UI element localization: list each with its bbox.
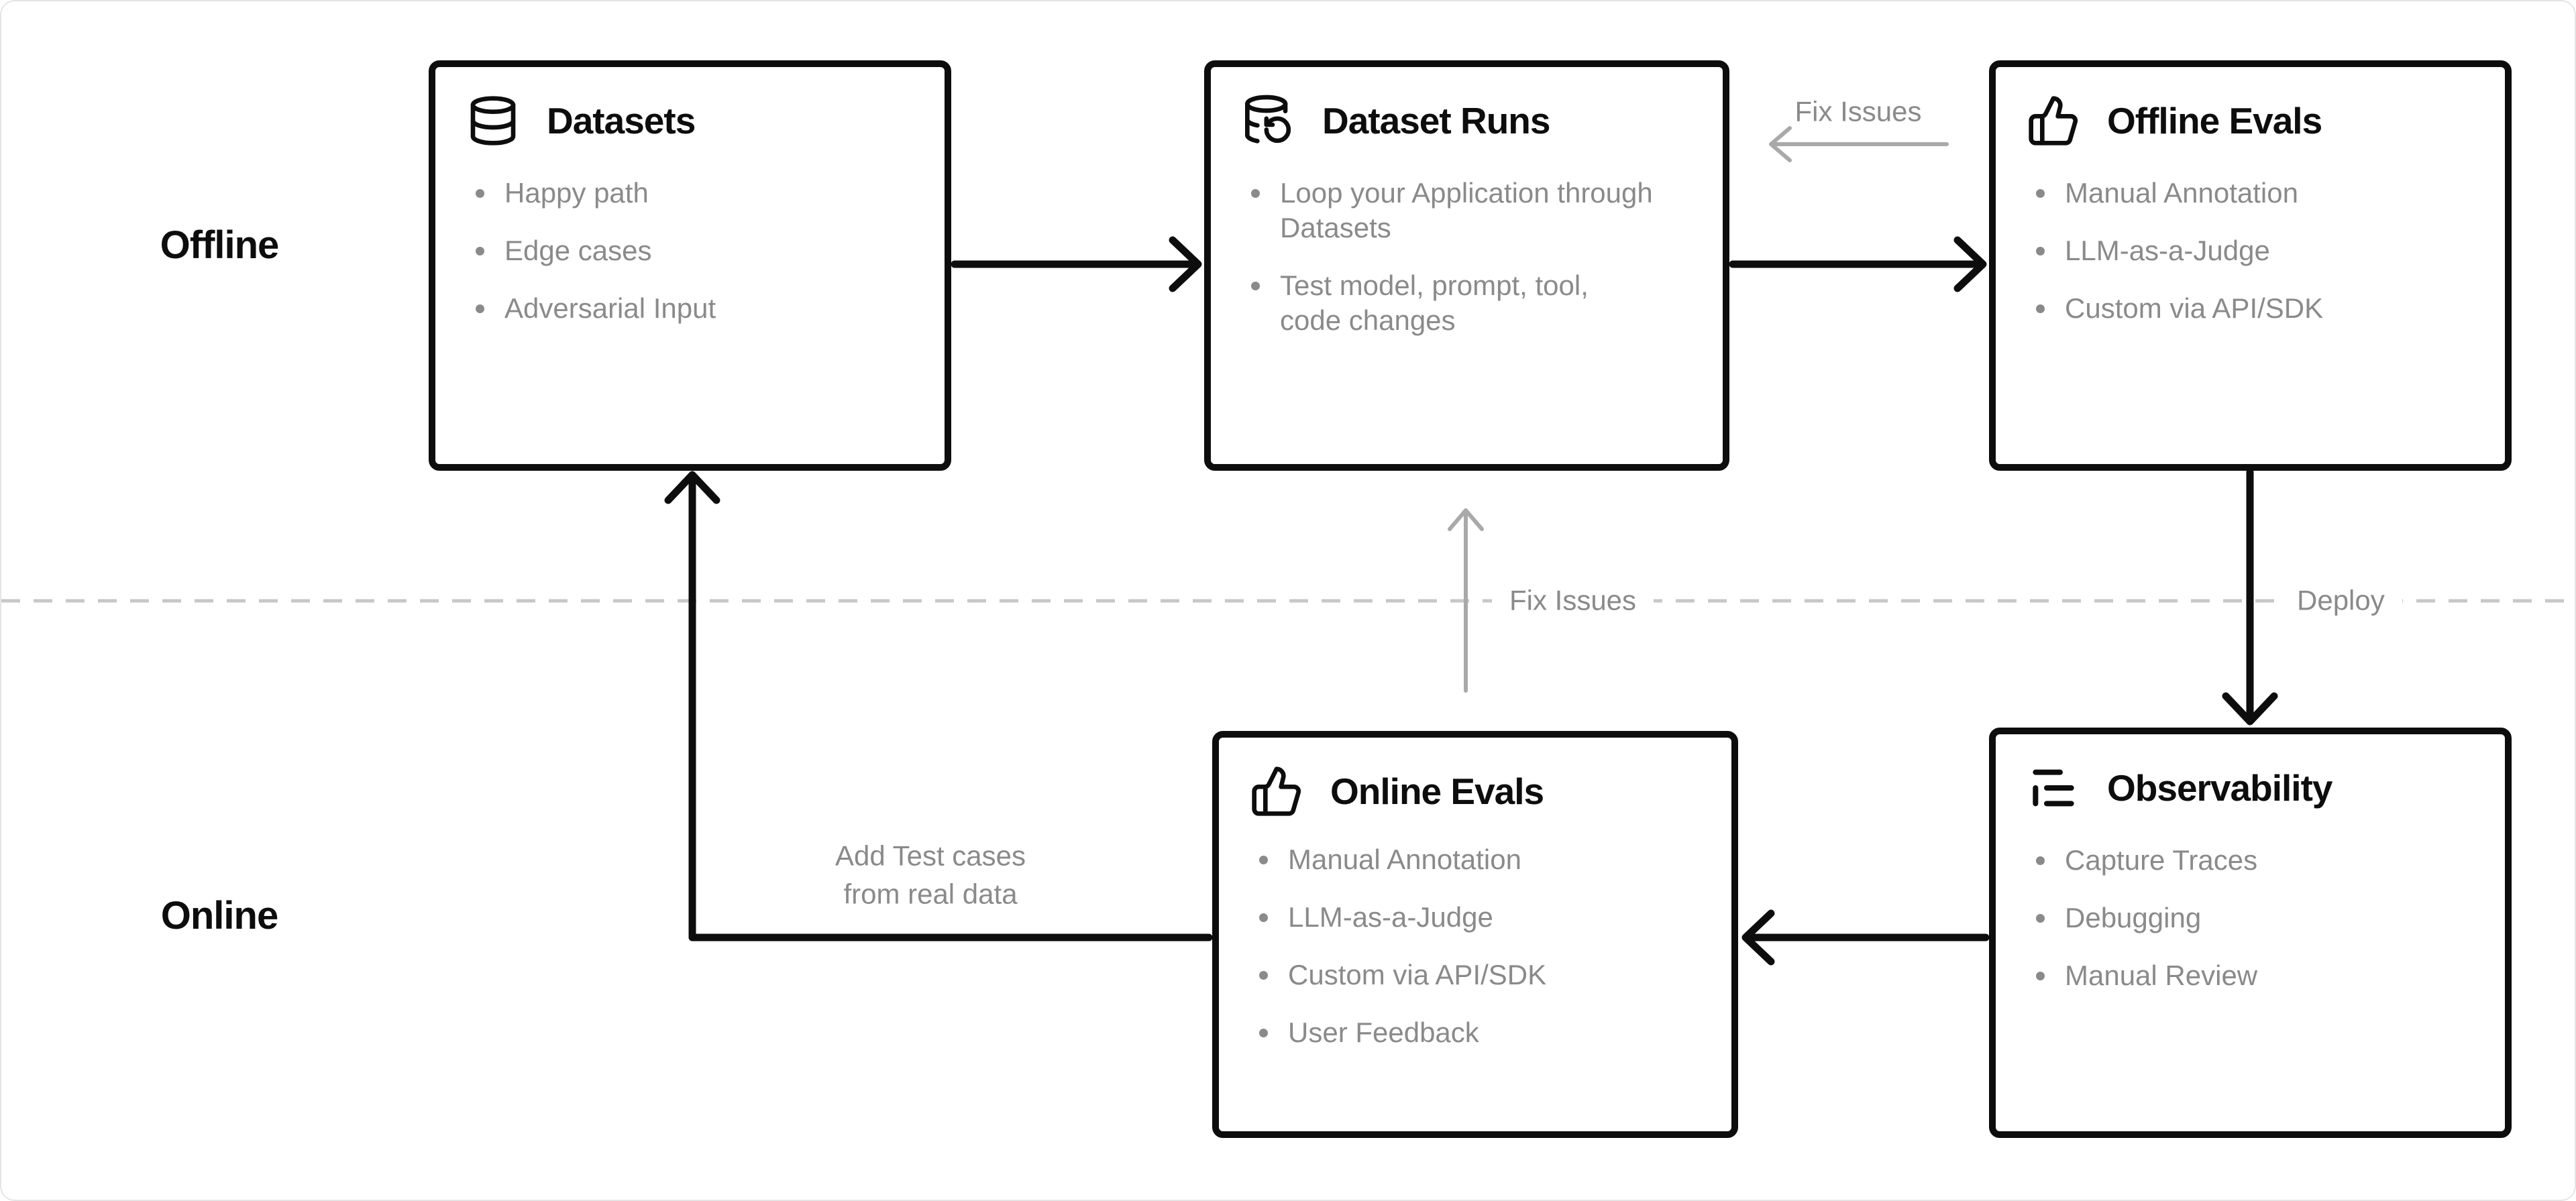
bullet-text: Adversarial Input xyxy=(504,292,716,325)
section-label-offline: Offline xyxy=(160,223,280,267)
arrow-offline-evals-to-observability xyxy=(2222,468,2278,726)
bullet-dot xyxy=(476,304,484,314)
observability-title: Observability xyxy=(2107,767,2332,809)
bullet-dot xyxy=(2036,304,2045,314)
fix-issues-middle-label: Fix Issues xyxy=(1492,577,1654,624)
bullet-text: Loop your Application through Datasets xyxy=(1280,177,1653,244)
dataset-runs-box: Dataset Runs Loop your Application throu… xyxy=(1204,60,1729,471)
bullet-item: Capture Traces xyxy=(2036,843,2474,878)
arrow-observability-to-online-evals xyxy=(1741,909,1990,966)
bullet-item: Custom via API/SDK xyxy=(1259,958,1701,992)
bullet-item: Test model, prompt, tool, code changes xyxy=(1251,268,1692,338)
online-evals-title: Online Evals xyxy=(1330,770,1544,812)
add-test-cases-label: Add Test cases from real data xyxy=(835,840,1026,909)
thumbs-up-icon xyxy=(1252,766,1301,816)
online-evals-header: Online Evals xyxy=(1250,764,1701,818)
datasets-header: Datasets xyxy=(466,94,914,148)
bullet-dot xyxy=(2036,914,2045,923)
offline-evals-title: Offline Evals xyxy=(2107,100,2322,141)
dataset-runs-title: Dataset Runs xyxy=(1322,100,1550,141)
bullet-dot xyxy=(2036,972,2045,981)
bullet-text: Edge cases xyxy=(504,235,652,267)
bullet-text: Debugging xyxy=(2065,902,2202,934)
bullet-item: Edge cases xyxy=(476,233,914,268)
deploy-label: Deploy xyxy=(2279,577,2402,624)
bullet-dot xyxy=(2036,856,2045,865)
bullet-dot xyxy=(1259,971,1268,980)
bullet-text: LLM-as-a-Judge xyxy=(1288,901,1493,933)
bullet-dot xyxy=(476,189,484,198)
bullet-text: User Feedback xyxy=(1288,1017,1479,1049)
bullet-text: Test model, prompt, tool, code changes xyxy=(1280,270,1589,337)
bullet-item: Custom via API/SDK xyxy=(2036,291,2474,326)
bullet-dot xyxy=(1259,913,1268,923)
bullet-item: LLM-as-a-Judge xyxy=(1259,900,1701,935)
bullet-item: User Feedback xyxy=(1259,1015,1701,1050)
bullet-text: Manual Annotation xyxy=(1288,844,1521,875)
dataset-runs-header: Dataset Runs xyxy=(1242,94,1692,148)
bullet-dot xyxy=(1251,189,1260,198)
observability-header: Observability xyxy=(2027,761,2474,815)
offline-evals-header: Offline Evals xyxy=(2027,94,2474,148)
bullet-text: Happy path xyxy=(504,177,649,209)
bullet-item: Manual Annotation xyxy=(2036,176,2474,211)
arrow-fix-issues-offline xyxy=(1769,126,1949,162)
datasets-title: Datasets xyxy=(547,100,696,141)
bullet-dot xyxy=(2036,189,2045,198)
bullet-text: Manual Annotation xyxy=(2065,177,2298,209)
thumbs-up-icon xyxy=(2029,96,2078,146)
database-rerun-icon xyxy=(1245,95,1291,144)
bullet-text: Custom via API/SDK xyxy=(1288,959,1547,991)
bullet-dot xyxy=(476,247,484,256)
fix-issues-top-label: Fix Issues xyxy=(1794,95,1922,127)
bullet-dot xyxy=(2036,247,2045,256)
bullet-text: LLM-as-a-Judge xyxy=(2065,235,2270,267)
arrow-fix-issues-online xyxy=(1448,508,1484,693)
section-label-online: Online xyxy=(160,894,278,937)
bullet-item: Manual Annotation xyxy=(1259,842,1701,877)
bullet-text: Custom via API/SDK xyxy=(2065,292,2324,325)
bullet-dot xyxy=(1251,282,1260,291)
arrow-dataset-runs-to-offline-evals xyxy=(1729,236,1987,292)
bullet-dot xyxy=(1259,1029,1268,1038)
logs-icon xyxy=(2033,769,2074,807)
bullet-text: Manual Review xyxy=(2065,960,2258,992)
database-icon xyxy=(470,96,516,146)
bullet-dot xyxy=(1259,856,1268,864)
bullet-item: Loop your Application through Datasets xyxy=(1251,176,1692,245)
bullet-item: Debugging xyxy=(2036,901,2474,935)
bullet-item: Adversarial Input xyxy=(476,291,914,326)
arrow-datasets-to-dataset-runs xyxy=(951,236,1202,292)
bullet-item: LLM-as-a-Judge xyxy=(2036,233,2474,268)
bullet-item: Manual Review xyxy=(2036,958,2474,993)
bullet-item: Happy path xyxy=(476,176,914,211)
bullet-text: Capture Traces xyxy=(2065,844,2258,876)
